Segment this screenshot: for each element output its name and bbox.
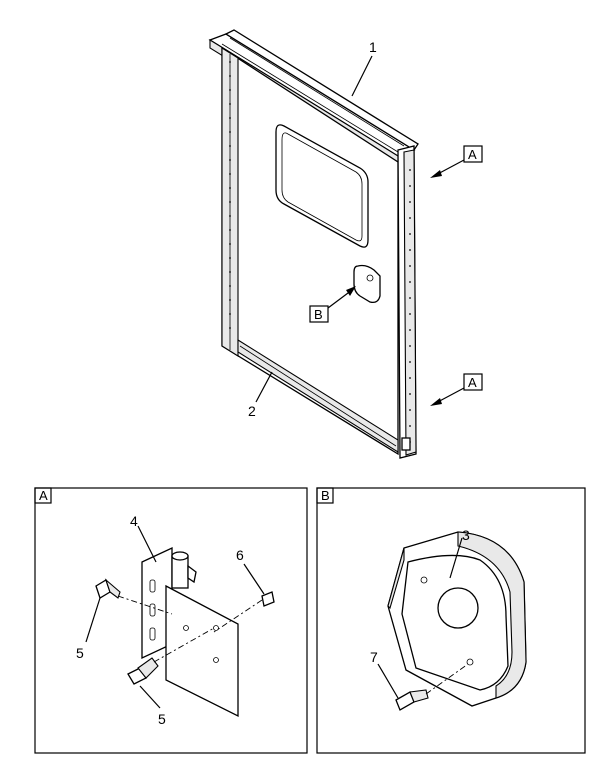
hinge-barrel (171, 551, 197, 589)
latch-cover-housing (387, 531, 527, 707)
view-ref-b: B (309, 286, 356, 323)
view-ref-a-bottom: A (430, 373, 483, 406)
leader-7 (377, 663, 399, 699)
leader-5b (139, 685, 161, 709)
panel-b-label: B (321, 488, 330, 503)
hinge-leaf-front (165, 584, 239, 718)
rivet-row-left (229, 61, 231, 329)
leader-5a (85, 597, 101, 643)
detail-panel-a: A (34, 487, 308, 754)
callout-5-upper: 5 (76, 645, 84, 661)
detail-panel-b: B 3 7 (316, 487, 586, 754)
door-window (275, 124, 369, 248)
screw-7 (395, 663, 469, 711)
callout-1: 1 (369, 39, 377, 55)
ref-b-letter: B (314, 307, 323, 322)
rivet-row-right (409, 169, 411, 443)
callout-3: 3 (462, 527, 470, 543)
screw-6 (213, 591, 275, 633)
callout-5-lower: 5 (158, 711, 166, 727)
hinge-leaf-back (141, 546, 173, 660)
door-assembly (208, 29, 419, 459)
callout-2: 2 (248, 403, 256, 419)
door-panel (221, 46, 417, 459)
ref-a-bottom-letter: A (468, 375, 477, 390)
leader-3 (449, 537, 463, 579)
callout-6: 6 (236, 547, 244, 563)
panel-a-label: A (39, 488, 48, 503)
leader-2 (255, 371, 273, 403)
callout-7: 7 (370, 649, 378, 665)
leader-4 (137, 525, 157, 563)
view-ref-a-top: A (430, 145, 483, 178)
ref-a-top-letter: A (468, 147, 477, 162)
callout-4: 4 (130, 513, 138, 529)
leader-1 (351, 55, 373, 97)
screw-5-upper (95, 578, 173, 615)
leader-6 (243, 563, 265, 595)
latch-cover (353, 264, 381, 304)
screw-5-lower (127, 627, 215, 685)
